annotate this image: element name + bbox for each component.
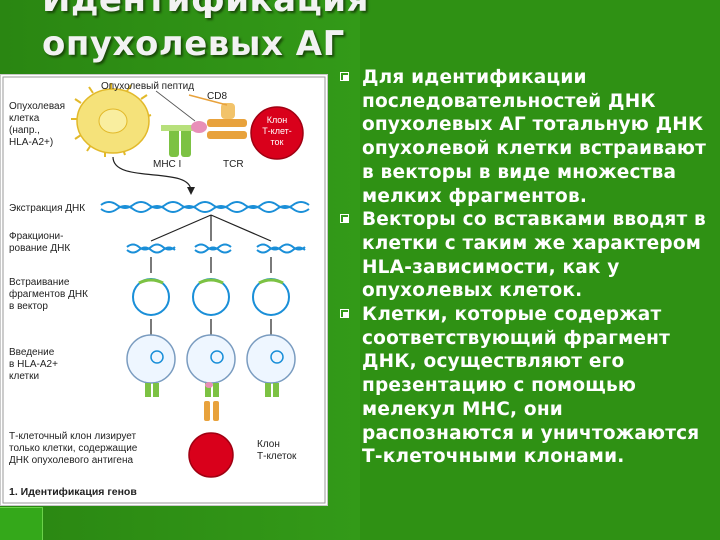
t-cell-clone-bottom: [188, 432, 234, 478]
clone-bottom-label-1: Клон: [257, 439, 280, 450]
extraction-label: Экстракция ДНК: [9, 203, 85, 214]
clone-label-1: Клон: [267, 115, 288, 125]
mhc-label: MHC I: [153, 159, 181, 170]
lysis-label-3: ДНК опухолевого антигена: [9, 455, 133, 466]
dna-fragments: [126, 243, 306, 254]
branch-arrows-1: [150, 214, 272, 242]
bullet-marker-icon: [340, 72, 350, 82]
peptide-label: Опухолевый пептид: [101, 81, 194, 92]
lysis-label-2: только клетки, содержащие: [9, 443, 138, 454]
title-line-1: Идентификация: [42, 0, 369, 20]
tumor-cell-label-2: клетка: [9, 113, 40, 124]
figure-caption: 1. Идентификация генов: [9, 486, 137, 498]
bullet-text: Клетки, которые содержат соответствующий…: [362, 304, 700, 468]
bullet-item: Клетки, которые содержат соответствующий…: [340, 303, 716, 469]
fraction-label-2: рование ДНК: [9, 243, 70, 254]
tumor-cell-label-1: Опухолевая: [9, 101, 65, 112]
lysis-label-1: Т-клеточный клон лизирует: [9, 431, 137, 442]
figure-svg: Клон Т-клет- ток Опухолевый пептид CD8 О…: [2, 76, 326, 504]
clone-bottom-label-2: Т-клеток: [257, 451, 297, 462]
peptide-shape: [191, 121, 207, 133]
transfected-cells: [126, 334, 296, 384]
down-arrows-2: [150, 257, 272, 273]
tcr-bottom: [204, 401, 219, 421]
bullet-marker-icon: [340, 309, 350, 319]
tumor-cell: [71, 83, 152, 157]
gene-identification-figure: Клон Т-клет- ток Опухолевый пептид CD8 О…: [0, 74, 328, 506]
slide-background-right: [360, 0, 720, 540]
bullet-text: Для идентификации последовательностей ДН…: [362, 67, 707, 207]
clone-label-2: Т-клет-: [262, 126, 292, 136]
mhc-complex: [161, 121, 207, 157]
flow-arrow-1: [112, 156, 192, 192]
slide-title: Идентификация опухолевых АГ: [42, 0, 369, 66]
intro-label-1: Введение: [9, 347, 55, 358]
insert-label-3: в вектор: [9, 301, 48, 312]
surface-mhc: [145, 382, 279, 397]
cd8-label: CD8: [207, 91, 227, 102]
t-cell-clone-top: Клон Т-клет- ток: [250, 106, 304, 160]
bullet-marker-icon: [340, 214, 350, 224]
tcr-label: TCR: [223, 159, 244, 170]
corner-decoration: [0, 507, 43, 540]
vector-inserts: [138, 278, 284, 285]
intro-label-2: в HLA-A2+: [9, 359, 58, 370]
tumor-cell-label-3: (напр.,: [9, 125, 40, 136]
bullet-text: Векторы со вставками вводят в клетки с т…: [362, 209, 706, 302]
down-arrows-3: [150, 319, 272, 335]
clone-label-3: ток: [271, 137, 284, 147]
tcr-complex: [188, 94, 247, 139]
bullet-list: Для идентификации последовательностей ДН…: [340, 66, 716, 469]
intro-label-3: клетки: [9, 371, 39, 382]
insert-label-2: фрагментов ДНК: [9, 288, 88, 300]
fraction-label-1: Фракциони-: [9, 231, 63, 242]
bullet-item: Векторы со вставками вводят в клетки с т…: [340, 208, 716, 303]
insert-label-1: Встраивание: [9, 277, 70, 288]
bullet-item: Для идентификации последовательностей ДН…: [340, 66, 716, 208]
dna-strand-full: [100, 201, 310, 213]
title-line-2: опухолевых АГ: [42, 24, 345, 64]
tumor-cell-label-4: HLA-A2+): [9, 137, 53, 148]
